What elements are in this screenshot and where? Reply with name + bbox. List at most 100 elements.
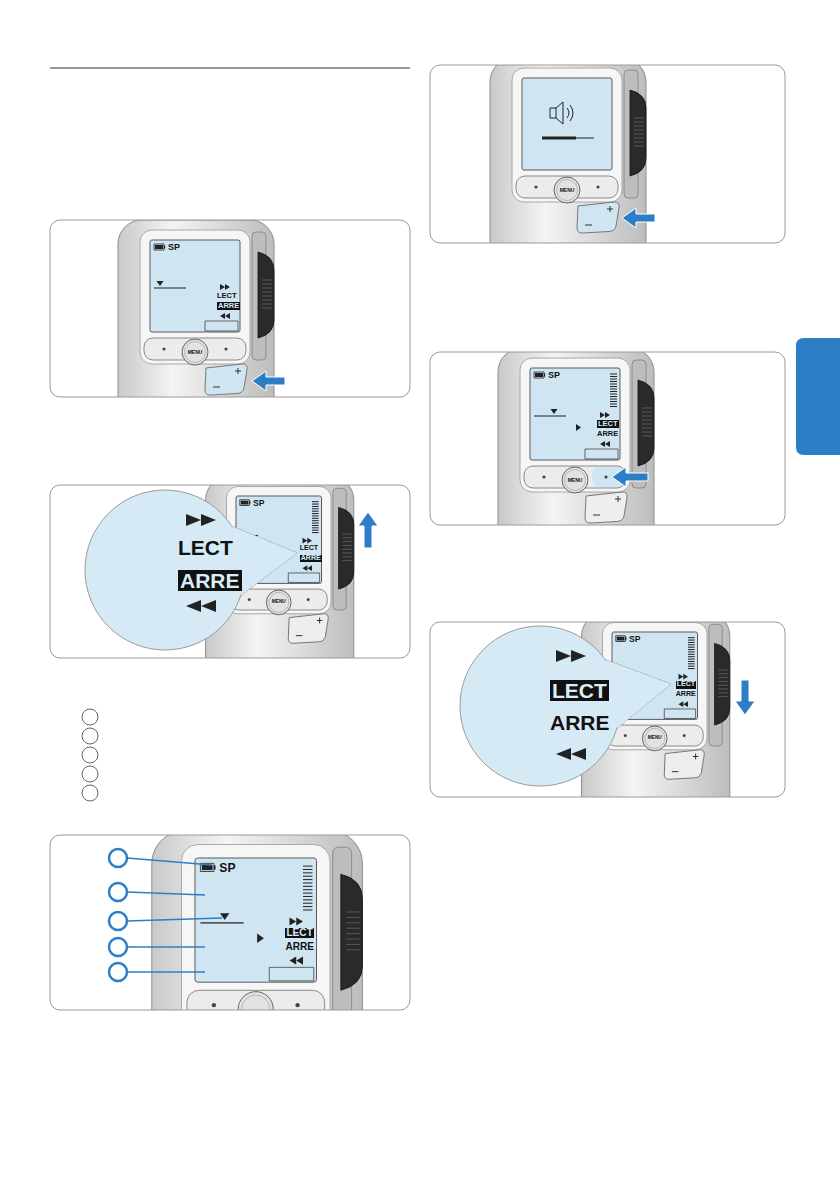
switch-ridge	[262, 284, 272, 285]
status-box	[664, 709, 695, 719]
screen-label: ARRE	[285, 942, 314, 952]
switch-ridge	[634, 122, 644, 123]
status-box	[205, 321, 238, 331]
level-meter	[610, 394, 617, 395]
level-meter	[688, 647, 695, 648]
callout-circle	[82, 747, 98, 763]
level-meter	[688, 659, 695, 660]
screen-label: ARRE	[217, 302, 240, 310]
lcd-screen	[150, 240, 240, 332]
switch-ridge	[642, 408, 652, 409]
minus-sign	[585, 225, 592, 226]
rewind-icon	[220, 313, 225, 319]
zoom-label: ARRE	[550, 712, 610, 733]
switch-ridge	[346, 917, 360, 918]
panel-frame	[50, 835, 410, 1010]
screen-label: SP	[168, 243, 180, 252]
button-dot	[624, 734, 627, 737]
volume-level	[542, 137, 576, 140]
level-meter	[312, 501, 319, 502]
section-rule	[50, 68, 410, 69]
slide-switch	[339, 507, 354, 589]
button-dot	[162, 347, 165, 350]
position-marker	[220, 913, 229, 920]
button-dot	[683, 734, 686, 737]
minus-sign	[672, 771, 679, 772]
switch-ridge	[342, 537, 352, 538]
screen-label: ARRE	[597, 430, 618, 438]
screen-label: ARRE	[676, 691, 696, 698]
battery-fill	[155, 245, 163, 249]
switch-ridge	[634, 138, 644, 139]
switch-ridge	[634, 134, 644, 135]
battery-tip	[544, 374, 545, 377]
switch-ridge	[342, 541, 352, 542]
switch-ridge	[634, 126, 644, 127]
level-meter	[610, 381, 617, 382]
menu-button	[562, 467, 588, 493]
switch-ridge	[342, 560, 352, 561]
switch-ridge	[718, 689, 728, 690]
level-meter	[688, 666, 695, 667]
volume-button	[664, 750, 704, 780]
device-bezel	[182, 845, 331, 1011]
callout-circle	[82, 728, 98, 744]
callout-circle	[82, 785, 98, 801]
level-meter	[688, 654, 695, 655]
level-meter	[303, 866, 312, 867]
forward-icon	[220, 284, 225, 290]
zoom-pointer-fill	[232, 526, 297, 595]
switch-ridge	[718, 685, 728, 686]
forward-icon	[307, 538, 312, 544]
level-meter	[688, 663, 695, 664]
menu-button	[554, 177, 580, 203]
position-marker	[157, 281, 164, 286]
level-meter	[610, 379, 617, 380]
switch-ridge	[346, 933, 360, 934]
volume-bar	[542, 138, 594, 139]
level-meter	[312, 513, 319, 514]
level-meter	[312, 511, 319, 512]
position-bar	[534, 415, 566, 416]
level-meter	[610, 396, 617, 397]
menu-button	[642, 726, 667, 751]
button-dot	[542, 475, 545, 478]
panel-frame	[430, 352, 785, 525]
button-label: MENU	[560, 188, 575, 193]
device-bezel	[520, 358, 630, 492]
level-meter	[312, 504, 319, 505]
level-meter	[312, 532, 319, 533]
level-meter	[303, 896, 312, 897]
switch-ridge	[342, 549, 352, 550]
zoom-label: ARRE	[178, 570, 242, 591]
volume-button	[585, 492, 627, 523]
level-meter	[312, 518, 319, 519]
battery-icon	[240, 500, 250, 506]
play-indicator	[576, 424, 581, 431]
battery-icon	[154, 244, 164, 250]
button-dot	[295, 1003, 299, 1007]
screen-label: SP	[253, 499, 264, 508]
callout-circle	[109, 938, 127, 956]
rewind-icon	[556, 748, 571, 760]
level-meter	[688, 656, 695, 657]
sound-wave	[570, 105, 573, 121]
switch-ridge	[718, 692, 728, 693]
level-meter	[312, 523, 319, 524]
button-label: MENU	[568, 478, 583, 483]
screen-label: LECT	[217, 292, 237, 300]
switch-ridge	[346, 922, 360, 923]
switch-ridge	[634, 118, 644, 119]
battery-fill	[617, 637, 625, 641]
screen-label: SP	[548, 371, 560, 380]
level-meter	[312, 508, 319, 509]
leader-line	[127, 858, 212, 865]
level-meter	[303, 886, 312, 887]
slide-switch	[715, 643, 730, 725]
pointer-arrow	[252, 371, 285, 391]
switch-ridge	[342, 534, 352, 535]
forward-icon	[556, 650, 571, 662]
leader-line	[127, 971, 205, 973]
menu-ring	[645, 728, 665, 748]
level-meter	[688, 668, 695, 669]
